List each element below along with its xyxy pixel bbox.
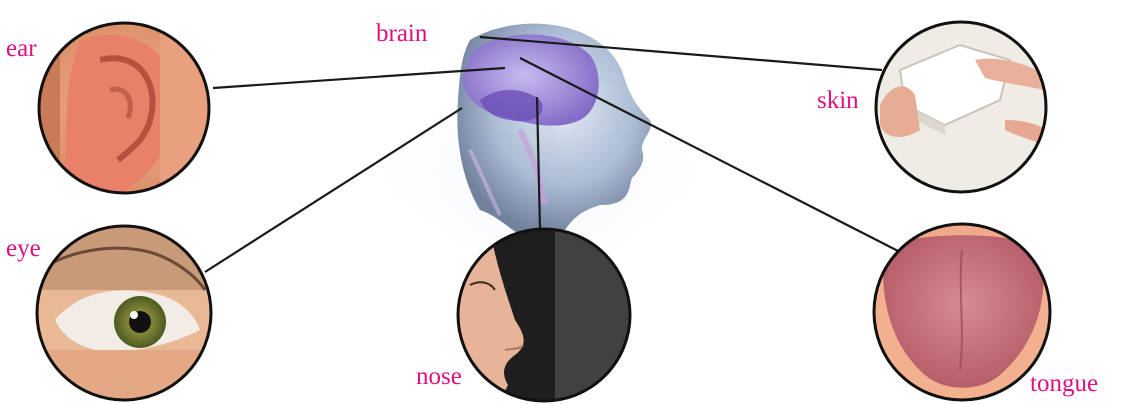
tongue-image bbox=[874, 224, 1054, 400]
eye-label: eye bbox=[6, 236, 41, 261]
eye-image bbox=[30, 220, 230, 404]
nose-label: nose bbox=[416, 364, 462, 389]
tongue-label: tongue bbox=[1030, 371, 1098, 396]
nose-image bbox=[458, 229, 635, 401]
ear-label: ear bbox=[6, 36, 37, 61]
skin-label: skin bbox=[817, 88, 859, 113]
brain-label: brain bbox=[376, 21, 427, 46]
ear-image bbox=[30, 20, 220, 210]
skin-image bbox=[876, 22, 1046, 192]
